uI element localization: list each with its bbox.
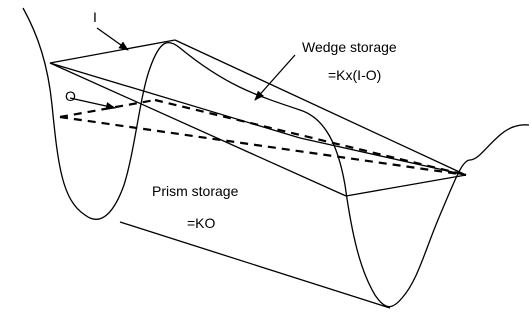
outflow-label: O	[65, 88, 76, 104]
wedge-storage-title: Wedge storage	[302, 39, 397, 55]
wedge-diagonal-lower	[299, 137, 467, 176]
prism-front-edge	[49, 62, 347, 197]
prism-bottom-edge	[345, 174, 467, 197]
inflow-surface-long-edge	[174, 39, 467, 176]
inflow-surface-upstream	[49, 39, 176, 64]
inflow-arrow	[96, 27, 129, 51]
prism-storage-title: Prism storage	[152, 183, 239, 199]
valley-floor-line	[119, 221, 391, 309]
inflow-label: I	[93, 9, 97, 25]
channel-bed-outline	[22, 7, 530, 308]
prism-storage-formula: =KO	[187, 215, 216, 231]
wedge-storage-formula: =Kx(I-O)	[328, 67, 381, 83]
outflow-surface-long-edge	[154, 98, 467, 177]
outflow-arrow	[69, 97, 116, 110]
outflow-surface-lower	[59, 115, 467, 177]
wedge-storage-arrow	[254, 54, 296, 101]
wedge-diagonal-upper	[49, 62, 301, 139]
